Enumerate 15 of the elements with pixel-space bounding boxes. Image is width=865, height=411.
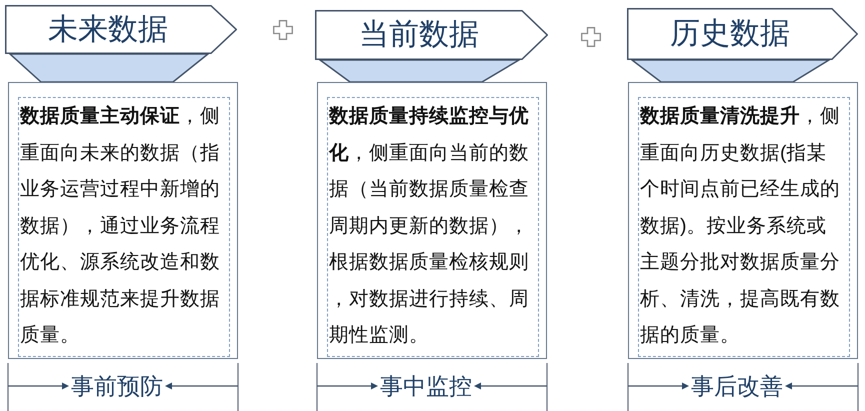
banner-title: 当前数据: [359, 18, 479, 52]
description-text: 数据质量清洗提升，侧重面向历史数据(指某个时间点前已经生成的数据)。按业务系统或主题分批对数据质量分析、清洗，提高既有数据的质量。: [639, 104, 841, 348]
funnel-connector: [630, 59, 832, 83]
phase-label: 事后改善: [691, 373, 783, 399]
phase-label: 事中监控: [380, 373, 472, 399]
banner-title: 历史数据: [670, 17, 790, 51]
description-text: 数据质量持续监控与优化，侧重面向当前的数据（当前数据质量检查周期内更新的数据），根据数据质量检核规则，对数据进行持续、周期性监测。: [328, 104, 530, 348]
funnel-connector: [8, 53, 210, 83]
arrow-banner: [627, 8, 858, 60]
arrow-banner: [5, 5, 237, 54]
funnel-connector: [318, 59, 522, 83]
arrow-banner: [315, 10, 548, 60]
banner-title: 未来数据: [48, 13, 168, 47]
phase-label: 事前预防: [71, 373, 163, 399]
description-text: 数据质量主动保证，侧重面向未来的数据（指业务运营过程中新增的数据），通过业务流程优化、源系统改造和数据标准规范来提升数据质量。: [19, 104, 221, 348]
